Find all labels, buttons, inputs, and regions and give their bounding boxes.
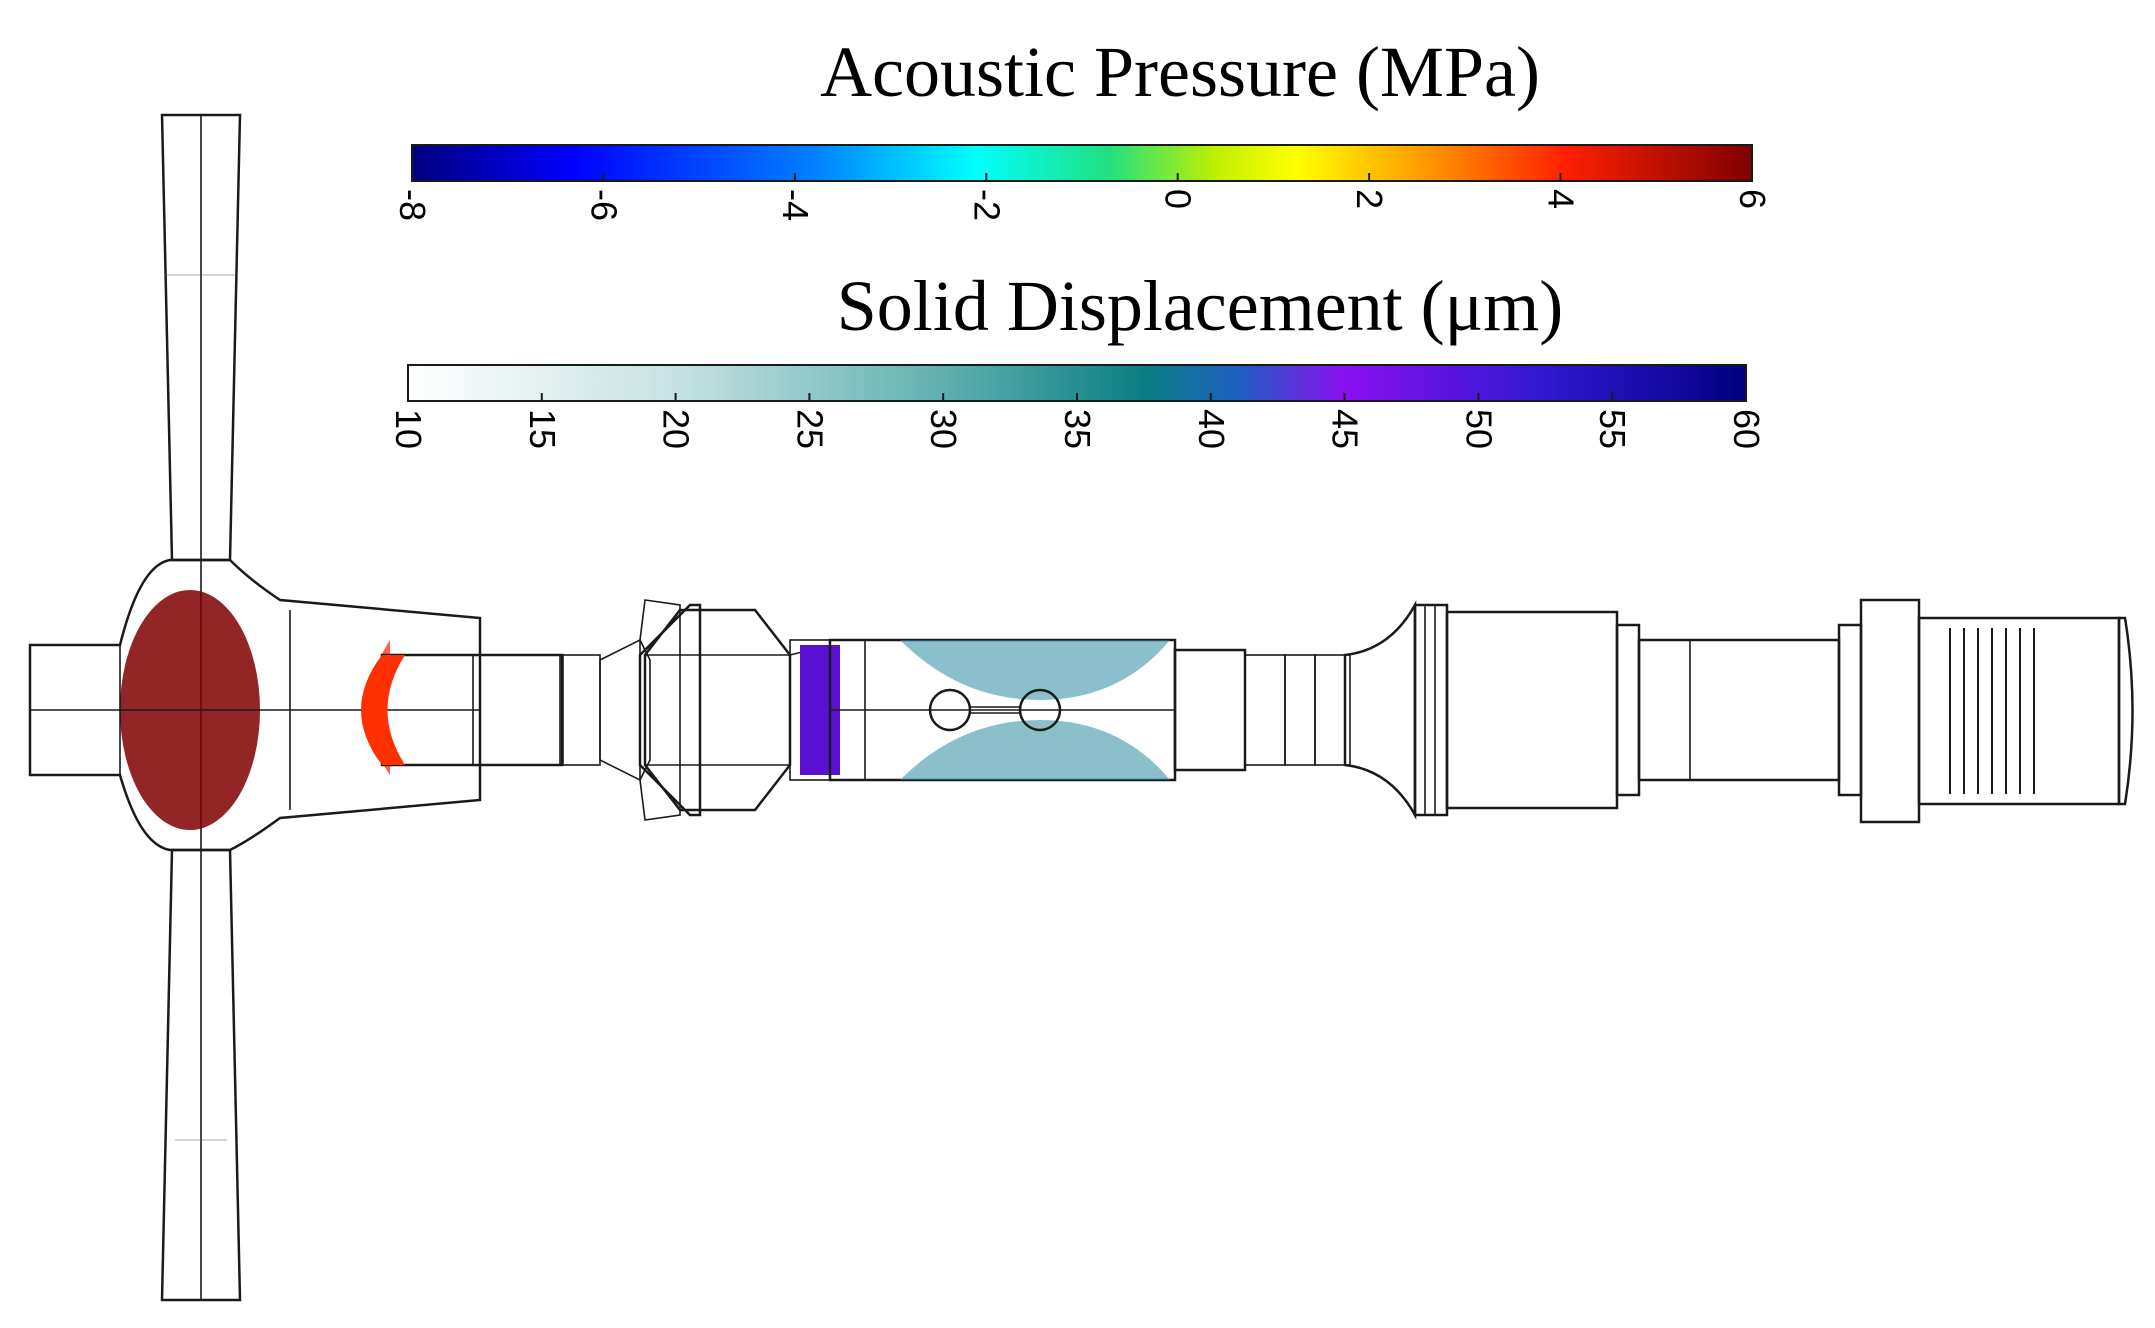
colorbar-tick-label: 4	[1541, 189, 1582, 209]
booster-section	[599, 599, 811, 821]
colorbar-tick-label: 55	[1592, 409, 1633, 449]
colorbar-tick-label: 30	[923, 409, 964, 449]
converter-flange	[1859, 598, 1921, 824]
pressure-colorbar-title: Acoustic Pressure (MPa)	[820, 32, 1540, 112]
colorbar-tick-label: 2	[1349, 189, 1390, 209]
colorbar-tick-label: 40	[1191, 409, 1232, 449]
displacement-colorbar: Solid Displacement (μm) 10 15 20 25 30 35 40 45…	[388, 266, 1767, 449]
reactor-chamber	[28, 558, 482, 852]
displacement-colorbar-title: Solid Displacement (μm)	[837, 266, 1563, 346]
colorbar-tick-label: -2	[966, 189, 1007, 221]
colorbar-tick-label: 45	[1325, 409, 1366, 449]
colorbar-tick-label: 50	[1458, 409, 1499, 449]
colorbar-tick-label: -4	[775, 189, 816, 221]
pressure-ticks: -8 -6 -4 -2 0 2 4 6	[392, 173, 1773, 221]
tube-hole-right	[1018, 688, 1062, 732]
converter-body	[1445, 610, 1619, 810]
colorbar-tick-label: 60	[1726, 409, 1767, 449]
colorbar-tick-label: 6	[1732, 189, 1773, 209]
displacement-ticks: 10 15 20 25 30 35 40 45 50 55 60	[388, 393, 1767, 449]
booster-body	[643, 608, 792, 812]
tube-hole-left	[928, 688, 972, 732]
colorbar-tick-label: 25	[789, 409, 830, 449]
drilled-tube	[789, 638, 1177, 782]
colorbar-tick-label: 0	[1158, 189, 1199, 209]
colorbar-tick-label: -6	[583, 189, 624, 221]
chamber-body	[28, 558, 482, 852]
colorbar-tick-label: 20	[656, 409, 697, 449]
colorbar-tick-label: 10	[388, 409, 429, 449]
colorbar-tick-label: -8	[392, 189, 433, 221]
pressure-gradient-bar	[411, 144, 1753, 182]
converter-housing	[1343, 598, 2134, 824]
transition-rod	[1173, 648, 1351, 772]
colorbar-tick-label: 35	[1057, 409, 1098, 449]
pressure-colorbar: Acoustic Pressure (MPa) -8 -6 -4 -2 0 2 4 6	[392, 32, 1773, 221]
colorbar-tick-label: 15	[522, 409, 563, 449]
